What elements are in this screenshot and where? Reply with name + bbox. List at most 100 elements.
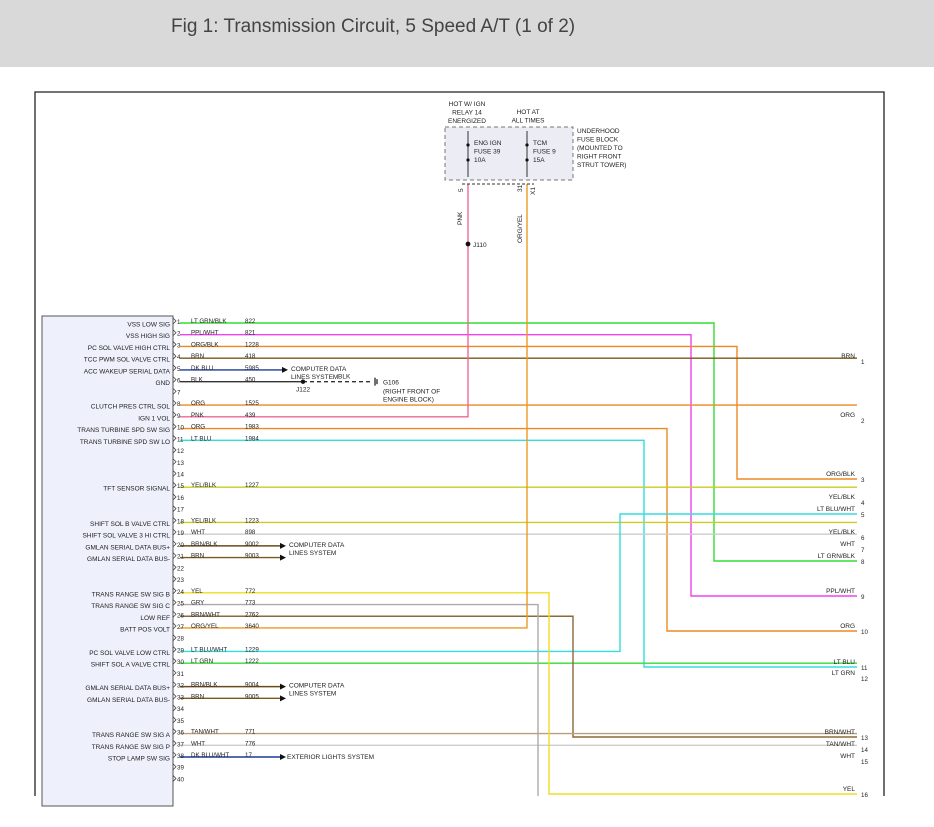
pin-label: LOW REF — [140, 615, 170, 622]
output-wire-label: ORG/BLK — [826, 471, 856, 478]
pin-label: TRANS RANGE SW SIG C — [91, 603, 170, 610]
pin-label: PC SOL VALVE HIGH CTRL — [88, 345, 171, 352]
circuit-number: 9003 — [245, 553, 259, 560]
wire-color-label: BRN — [191, 553, 204, 560]
pin-chevron — [172, 528, 177, 536]
pin-chevron — [172, 423, 177, 430]
pin-label: TRANS TURBINE SPD SW SIG — [77, 427, 170, 434]
pin-number: 33 — [177, 694, 184, 701]
wire-vss-low — [180, 322, 857, 562]
wire-color-label: DK BLU/WHT — [191, 752, 229, 759]
pin-label: SHIFT SOL VALVE 3 HI CTRL — [82, 533, 170, 540]
pin-chevron — [172, 481, 177, 489]
output-number: 1 — [861, 359, 865, 366]
splice-dot — [465, 241, 471, 247]
fuse-dot — [466, 158, 470, 162]
output-number: 14 — [861, 747, 868, 754]
pin-label: ACC WAKEUP SERIAL DATA — [84, 368, 171, 375]
pin-chevron — [172, 552, 177, 559]
circuit-number: 1223 — [245, 517, 259, 524]
pin-number: 28 — [177, 636, 184, 643]
pin-chevron — [172, 751, 177, 759]
pin-chevron — [172, 540, 177, 548]
pin-chevron — [172, 669, 177, 677]
pin-chevron — [172, 610, 177, 618]
pin-number: 3 — [177, 342, 181, 349]
wire-color-label: LT GRN — [191, 658, 213, 665]
pin-number: 10 — [177, 425, 184, 432]
pin-chevron — [172, 716, 177, 724]
ground-id: G106 — [383, 380, 399, 387]
pin-number: 26 — [177, 612, 184, 619]
fuse-dot — [466, 143, 470, 147]
wire-color-label: YEL/BLK — [191, 482, 217, 489]
computer-data-label: LINES SYSTEM — [291, 374, 338, 381]
pin-number: 40 — [177, 776, 184, 783]
pin-chevron — [172, 775, 177, 782]
output-number: 2 — [861, 418, 865, 425]
circuit-number: 439 — [245, 412, 256, 419]
output-wire-label: ORG — [840, 623, 855, 630]
pin-number: 13 — [177, 460, 184, 467]
pin-chevron — [172, 622, 177, 630]
pin-number: 16 — [177, 495, 184, 502]
pin-number: 8 — [177, 401, 181, 408]
output-wire-label: LT GRN/BLK — [818, 553, 856, 560]
pin-chevron — [172, 739, 177, 747]
fuse-block-location: FUSE BLOCK — [577, 137, 619, 144]
wire-pc-sol-low — [180, 513, 857, 653]
output-number: 16 — [861, 792, 868, 799]
pin-number: 18 — [177, 518, 184, 525]
pin-number: 6 — [177, 378, 181, 385]
hot-label: RELAY 14 — [452, 110, 482, 117]
pin-label: GMLAN SERIAL DATA BUS- — [87, 556, 170, 563]
output-number: 7 — [861, 547, 865, 554]
circuit-number: 418 — [245, 353, 256, 360]
output-wire-label: BRN — [841, 353, 855, 360]
arrow-head — [280, 554, 286, 561]
pin-number: 27 — [177, 624, 184, 631]
pin-chevron — [172, 646, 177, 653]
fuse-label: ENG IGN — [474, 140, 502, 147]
pin-label: VSS LOW SIG — [127, 322, 170, 329]
fuse-dot — [525, 143, 529, 147]
output-wire-label: LT GRN — [832, 670, 856, 677]
arrow-head — [280, 542, 286, 549]
pin-number: 22 — [177, 565, 184, 572]
wire-vss-high — [180, 334, 857, 597]
pin-number: 38 — [177, 753, 184, 760]
computer-data-label: COMPUTER DATA — [289, 542, 345, 549]
pin-chevron — [172, 728, 177, 735]
arrow-head — [280, 683, 286, 690]
output-number: 6 — [861, 535, 865, 542]
wire-pc-sol-high — [180, 345, 857, 480]
pin-chevron — [172, 493, 177, 501]
circuit-number: 1222 — [245, 658, 259, 665]
pin-number: 15 — [177, 483, 184, 490]
circuit-number: 773 — [245, 600, 256, 607]
fuse-label: FUSE 39 — [474, 149, 501, 156]
wire-color-label: LT BLU/WHT — [191, 646, 227, 653]
pin-number: 29 — [177, 647, 184, 654]
output-number: 15 — [861, 759, 868, 766]
circuit-number: 2762 — [245, 611, 259, 618]
pin-number: 24 — [177, 589, 184, 596]
fuse-label: 15A — [533, 157, 545, 164]
figure-title: Fig 1: Transmission Circuit, 5 Speed A/T… — [171, 16, 576, 37]
fuse-block-location: STRUT TOWER) — [577, 162, 626, 169]
pin-chevron — [172, 564, 177, 571]
splice-dot — [300, 379, 306, 384]
pin-number: 35 — [177, 718, 184, 725]
pin-label: PC SOL VALVE LOW CTRL — [89, 650, 170, 657]
arrow-head — [280, 754, 286, 761]
pin-number: 31 — [177, 671, 184, 678]
hot-label: HOT W/ IGN — [449, 101, 486, 108]
output-wire-label: WHT — [840, 753, 855, 760]
pin-chevron — [172, 376, 177, 383]
circuit-number: 9005 — [245, 693, 259, 700]
output-wire-label: YEL — [843, 786, 856, 793]
fuse-block-location: RIGHT FRONT — [577, 154, 621, 161]
circuit-number: 5985 — [245, 365, 259, 372]
pin-number: 39 — [177, 765, 184, 772]
